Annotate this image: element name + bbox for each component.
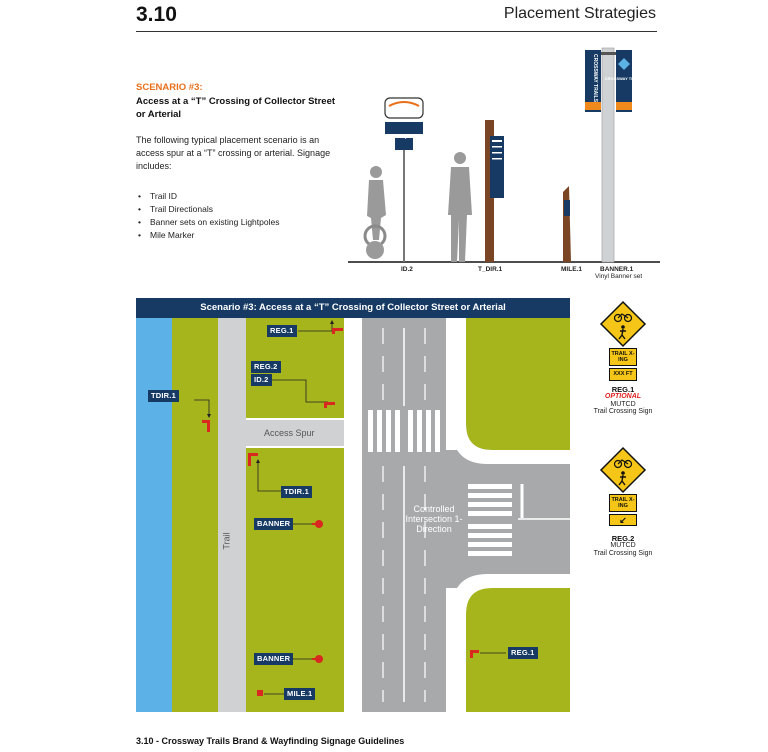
banner-lightpole bbox=[585, 47, 632, 263]
plan-map: Scenario #3: Access at a “T” Crossing of… bbox=[136, 298, 570, 712]
plan-title-bar bbox=[136, 298, 570, 318]
tag-banner-a: BANNER bbox=[254, 518, 294, 530]
reg1-optional: OPTIONAL bbox=[604, 393, 642, 400]
elevation-drawing: → CROSSWAY TRAILS bbox=[348, 47, 660, 263]
list-item: Trail ID bbox=[138, 190, 279, 203]
reg2-desc: Trail Crossing Sign bbox=[593, 550, 653, 557]
scenario-label: SCENARIO #3: bbox=[136, 82, 203, 93]
access-spur-label: Access Spur bbox=[264, 428, 315, 438]
list-item: Trail Directionals bbox=[138, 203, 279, 216]
label-banner1: BANNER.1 bbox=[600, 266, 634, 273]
plate-distance: XXX FT bbox=[609, 368, 637, 381]
signage-list: Trail ID Trail Directionals Banner sets … bbox=[138, 190, 279, 242]
tag-reg2: REG.2 bbox=[251, 361, 281, 373]
label-banner-set: Vinyl Banner set bbox=[595, 273, 643, 280]
scenario-intro: The following typical placement scenario… bbox=[136, 135, 331, 171]
label-mile1: MILE.1 bbox=[561, 266, 582, 273]
trail-id-sign bbox=[384, 97, 424, 262]
scenario-heading: Access at a “T” Crossing of Collector St… bbox=[136, 96, 336, 120]
label-tdir1: T_DIR.1 bbox=[478, 266, 503, 273]
plate-trail-xing: TRAIL X-ING bbox=[609, 348, 637, 366]
reg2-mutcd: MUTCD bbox=[610, 542, 636, 549]
intersection-label: Controlled Intersection 1-Direction bbox=[405, 504, 463, 534]
reg1-mutcd: MUTCD bbox=[610, 401, 636, 408]
bicycle-pedestrian-sign-icon bbox=[599, 300, 647, 348]
trail-path bbox=[218, 318, 246, 712]
access-spur-path bbox=[218, 420, 344, 446]
reg2-name: REG.2 bbox=[611, 534, 635, 543]
directional-sign bbox=[485, 120, 504, 262]
plate-trail-xing: TRAIL X-ING bbox=[609, 494, 637, 512]
header-divider bbox=[136, 31, 657, 32]
tag-banner-b: BANNER bbox=[254, 653, 294, 665]
tag-reg1-bottom: REG.1 bbox=[508, 647, 538, 659]
section-number: 3.10 bbox=[136, 3, 177, 26]
reg1-desc: Trail Crossing Sign bbox=[593, 408, 653, 415]
legend-reg1: TRAIL X-ING XXX FT REG.1 OPTIONAL MUTCD … bbox=[587, 300, 659, 420]
elevation-illustration: → CROSSWAY TRAILS bbox=[345, 40, 660, 280]
label-id2: ID.2 bbox=[401, 266, 413, 273]
list-item: Banner sets on existing Lightpoles bbox=[138, 216, 279, 229]
list-item: Mile Marker bbox=[138, 229, 279, 242]
plan-drawing bbox=[136, 298, 570, 712]
banner-text-left: CROSSWAY TRAILS bbox=[592, 54, 598, 103]
id-sign-arrow: → bbox=[399, 130, 408, 143]
banner-text-right: CROSSWAY TRAILS bbox=[605, 76, 644, 81]
person-silhouette bbox=[448, 152, 472, 262]
tag-tdir1-center: TDIR.1 bbox=[281, 486, 312, 498]
trail-label: Trail bbox=[221, 532, 232, 550]
plate-arrow-icon: ↙ bbox=[609, 514, 637, 526]
reg1-name: REG.1 bbox=[611, 385, 635, 394]
section-title: Placement Strategies bbox=[503, 5, 656, 22]
bicycle-pedestrian-sign-icon bbox=[599, 446, 647, 494]
legend-reg2: TRAIL X-ING ↙ REG.2 MUTCD Trail Crossing… bbox=[587, 446, 659, 562]
cyclist-silhouette bbox=[363, 166, 387, 259]
tag-mile1: MILE.1 bbox=[284, 688, 316, 700]
plan-title: Scenario #3: Access at a “T” Crossing of… bbox=[200, 302, 506, 313]
tag-id2: ID.2 bbox=[251, 374, 272, 386]
page-footer: 3.10 - Crossway Trails Brand & Wayfindin… bbox=[136, 736, 405, 746]
tag-tdir1-left: TDIR.1 bbox=[148, 390, 179, 402]
tag-reg1-top: REG.1 bbox=[267, 325, 297, 337]
water-strip bbox=[136, 318, 172, 712]
mile-marker bbox=[563, 186, 571, 262]
